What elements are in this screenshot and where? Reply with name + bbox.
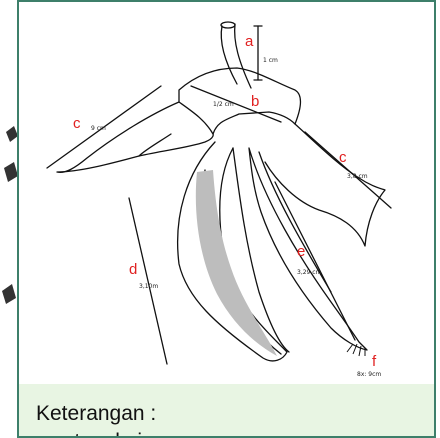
stalk-tip xyxy=(220,21,236,29)
caption-box: Keterangan : a. tangkai xyxy=(19,384,434,436)
label-e: e xyxy=(297,243,305,260)
upper-lobe xyxy=(178,67,302,135)
label-d: d xyxy=(129,261,137,278)
note-a: 1 cm xyxy=(263,57,278,64)
dim-line-b xyxy=(190,85,282,123)
dim-line-e xyxy=(274,181,356,341)
label-a: a xyxy=(245,33,254,50)
dim-line-c-left xyxy=(46,85,162,169)
fringe-tip xyxy=(346,343,366,357)
caption-title: Keterangan : xyxy=(36,402,157,425)
right-tail-inner xyxy=(258,151,332,293)
stalk-right-edge xyxy=(233,23,252,89)
tail-shading xyxy=(195,170,277,356)
label-b: b xyxy=(251,93,259,110)
left-wing xyxy=(56,101,214,174)
middle-tail xyxy=(232,147,290,353)
petal-drawing: 1 cm 1/2 cm 9 cm 3,8 cm 3,10m 3,29 cm 8x… xyxy=(46,21,392,378)
note-b: 1/2 cm xyxy=(213,101,234,108)
figure-panel: 1 cm 1/2 cm 9 cm 3,8 cm 3,10m 3,29 cm 8x… xyxy=(17,0,436,438)
left-wing-fold xyxy=(138,133,172,157)
left-tail xyxy=(176,141,288,362)
note-c-left: 9 cm xyxy=(91,125,106,132)
note-d: 3,10m xyxy=(139,283,158,290)
label-f: f xyxy=(372,353,377,370)
stalk-left-edge xyxy=(220,25,238,85)
dim-line-d xyxy=(128,197,168,365)
note-scale: 8x: 9cm xyxy=(357,371,381,378)
note-c-right: 3,8 cm xyxy=(347,173,368,180)
right-tail xyxy=(248,147,368,351)
note-e: 3,29 cm xyxy=(297,269,322,276)
edge-scraps xyxy=(2,126,18,304)
label-c-left: c xyxy=(73,115,81,132)
caption-next-line: a. tangkai xyxy=(51,430,142,436)
label-c-right: c xyxy=(339,149,347,166)
dim-line-c-right xyxy=(304,131,392,209)
